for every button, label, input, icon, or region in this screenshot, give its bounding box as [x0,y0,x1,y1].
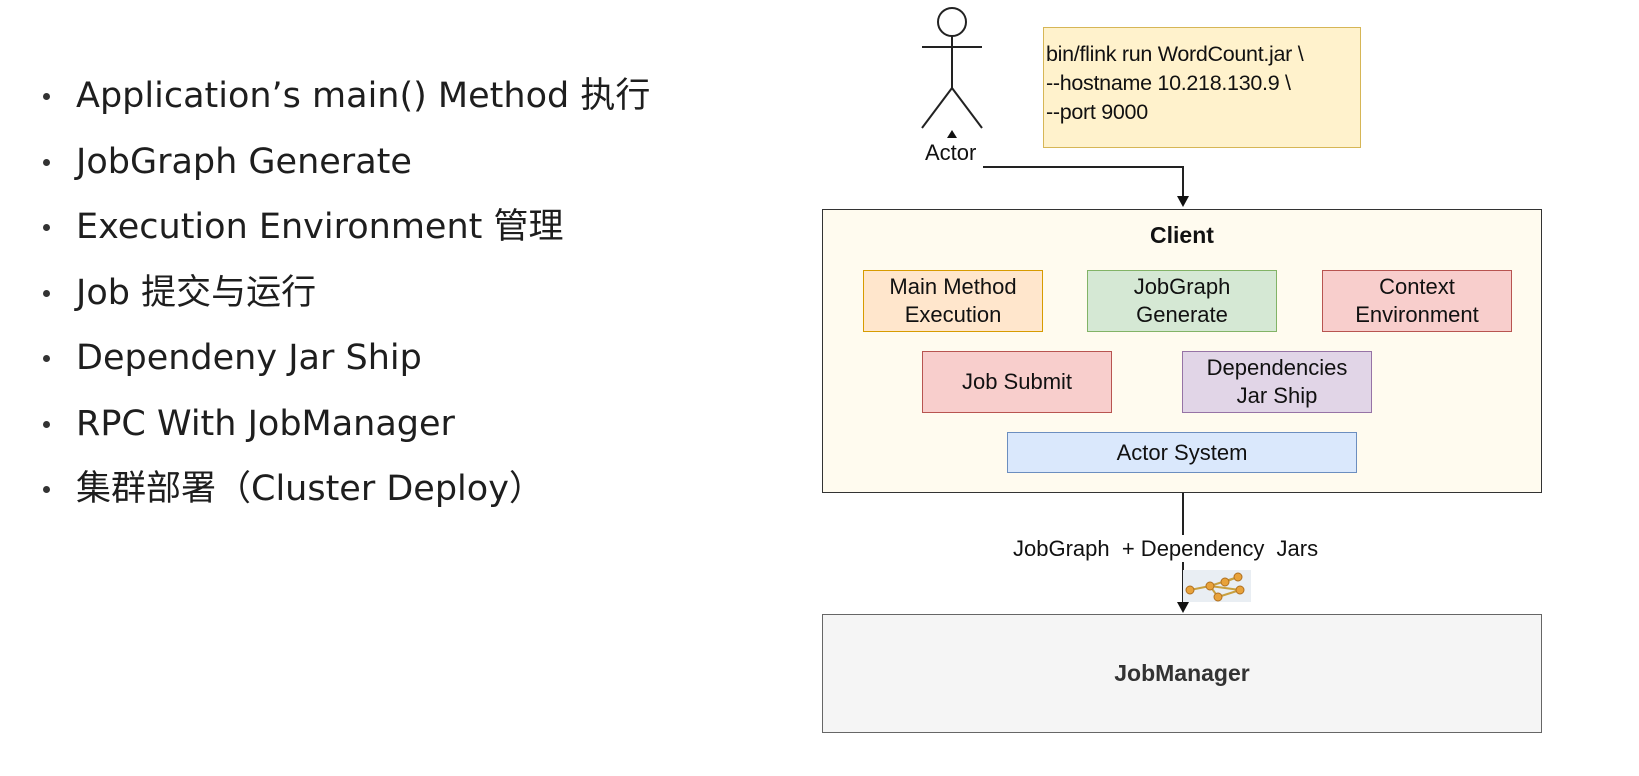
actor-figure-icon [921,7,983,129]
dependencies-jar-ship-box: Dependencies Jar Ship [1182,351,1372,413]
list-item: JobGraph Generate [40,136,650,202]
list-item: Dependeny Jar Ship [40,332,650,398]
list-item-text: Dependeny Jar Ship [76,338,422,378]
command-line: --hostname 10.218.130.9 \ [1046,71,1291,95]
list-item: Application’s main() Method 执行 [40,70,650,136]
list-item-text: RPC With JobManager [76,403,455,444]
command-line: --port 9000 [1046,100,1148,124]
list-item-text: Application’s main() Method 执行 [76,76,651,116]
actor-label: Actor [925,140,977,165]
command-note: bin/flink run WordCount.jar \ --hostname… [1043,27,1361,148]
bullet-dot-icon [43,224,50,231]
feature-list: Application’s main() Method 执行 JobGraph … [40,70,650,529]
bullet-dot-icon [43,289,50,297]
command-line: bin/flink run WordCount.jar \ [1046,42,1304,66]
actor-system-box: Actor System [1007,432,1357,473]
list-item-text: JobGraph Generate [76,141,412,182]
jobmanager-box: JobManager [822,614,1542,733]
list-item-text: Execution Environment 管理 [76,207,564,247]
bullet-dot-icon [43,486,50,493]
context-environment-box: Context Environment [1322,270,1512,332]
list-item: Execution Environment 管理 [40,201,650,267]
actor-to-client-edge [983,166,1184,198]
arrowhead-icon [1177,196,1189,207]
bullet-dot-icon [43,355,50,362]
jobgraph-generate-box: JobGraph Generate [1087,270,1277,332]
list-item: Job 提交与运行 [40,267,650,333]
actor-marker-icon [947,130,957,138]
client-title: Client [1150,222,1214,248]
edge-label: JobGraph + Dependency Jars [1013,536,1319,561]
bullet-dot-icon [43,93,50,100]
bullet-dot-icon [43,420,50,428]
job-submit-box: Job Submit [922,351,1112,413]
list-item: RPC With JobManager [40,398,650,464]
jobgraph-dag-icon [1183,570,1251,602]
list-item: 集群部署（Cluster Deploy） [40,463,650,529]
bullet-dot-icon [43,158,50,166]
main-method-execution-box: Main Method Execution [863,270,1043,332]
list-item-text: Job 提交与运行 [76,272,317,313]
arrowhead-icon [1177,602,1189,613]
list-item-text: 集群部署（Cluster Deploy） [76,469,544,509]
